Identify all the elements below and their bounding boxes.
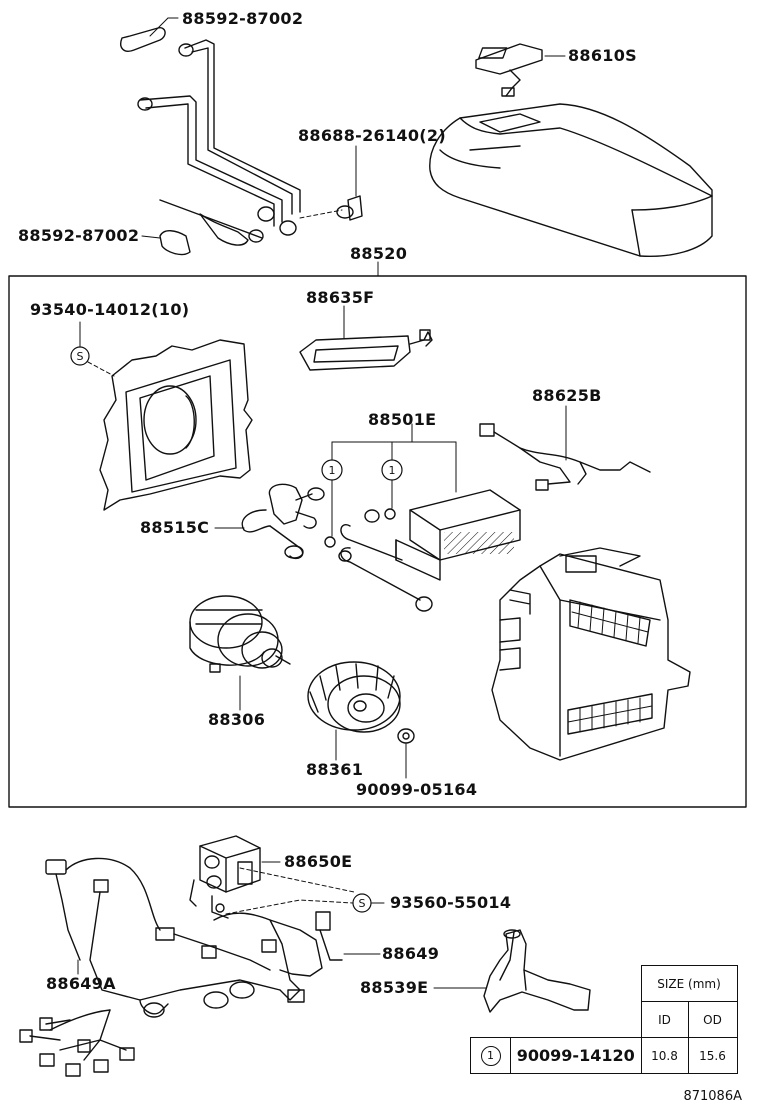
label-88515C: 88515C bbox=[140, 518, 210, 537]
label-88361: 88361 bbox=[306, 760, 364, 779]
blower-fan-88361 bbox=[307, 661, 401, 733]
callout-1-text-2: 1 bbox=[389, 464, 396, 477]
duct-88539E bbox=[483, 929, 591, 1013]
size-row-od: 15.6 bbox=[687, 1037, 738, 1074]
filter-88635F bbox=[299, 329, 433, 371]
label-88649: 88649 bbox=[382, 944, 440, 963]
label-90099-05164: 90099-05164 bbox=[356, 780, 478, 799]
size-row-ref-circle: 1 bbox=[480, 1045, 501, 1066]
assembly-88520-frame bbox=[8, 275, 747, 808]
leader-88501E bbox=[331, 423, 457, 537]
label-88625B: 88625B bbox=[532, 386, 602, 405]
unit-case-half bbox=[99, 339, 253, 511]
nut-90099-05164 bbox=[397, 728, 415, 744]
label-88635F: 88635F bbox=[306, 288, 375, 307]
label-88688-26140: 88688-26140(2) bbox=[298, 126, 446, 145]
size-col-od: OD bbox=[687, 1001, 738, 1038]
label-88520: 88520 bbox=[350, 244, 408, 263]
label-93560-55014: 93560-55014 bbox=[390, 893, 512, 912]
size-table: SIZE (mm) ID OD 1 90099-14120 10.8 15.6 bbox=[470, 965, 738, 1074]
evaporator-88501E bbox=[324, 489, 521, 612]
size-row-part: 90099-14120 bbox=[510, 1037, 642, 1074]
label-88650E: 88650E bbox=[284, 852, 353, 871]
duct-pipe-assembly bbox=[120, 27, 363, 256]
wire-harness-88649 bbox=[213, 911, 343, 991]
console-box bbox=[429, 103, 713, 258]
label-88501E: 88501E bbox=[368, 410, 437, 429]
label-88592-87002-top: 88592-87002 bbox=[182, 9, 304, 28]
label-88539E: 88539E bbox=[360, 978, 429, 997]
size-header: SIZE (mm) bbox=[640, 965, 738, 1002]
size-col-id: ID bbox=[640, 1001, 689, 1038]
wire-harness-88649A bbox=[19, 857, 305, 1077]
label-88649A: 88649A bbox=[46, 974, 116, 993]
expansion-valve-88515C bbox=[241, 483, 325, 560]
label-88610S: 88610S bbox=[568, 46, 637, 65]
size-row-ref: 1 bbox=[470, 1037, 511, 1074]
callout-1-right bbox=[381, 459, 403, 481]
blower-motor-88306 bbox=[189, 595, 291, 673]
callout-s-text-1: S bbox=[77, 350, 84, 363]
label-88306: 88306 bbox=[208, 710, 266, 729]
figure-code: 871086A bbox=[683, 1089, 742, 1104]
callout-s-text-2: S bbox=[359, 897, 366, 910]
wire-88625B bbox=[479, 423, 651, 491]
size-row-id: 10.8 bbox=[640, 1037, 689, 1074]
blower-case bbox=[491, 547, 691, 761]
console-switch bbox=[475, 43, 543, 97]
callout-1-text-1: 1 bbox=[329, 464, 336, 477]
control-module-88650E bbox=[189, 835, 261, 919]
leader-88592-top bbox=[149, 17, 169, 37]
label-93540-14012: 93540-14012(10) bbox=[30, 300, 190, 319]
callout-1-left bbox=[321, 459, 343, 481]
label-88592-87002-left: 88592-87002 bbox=[18, 226, 140, 245]
